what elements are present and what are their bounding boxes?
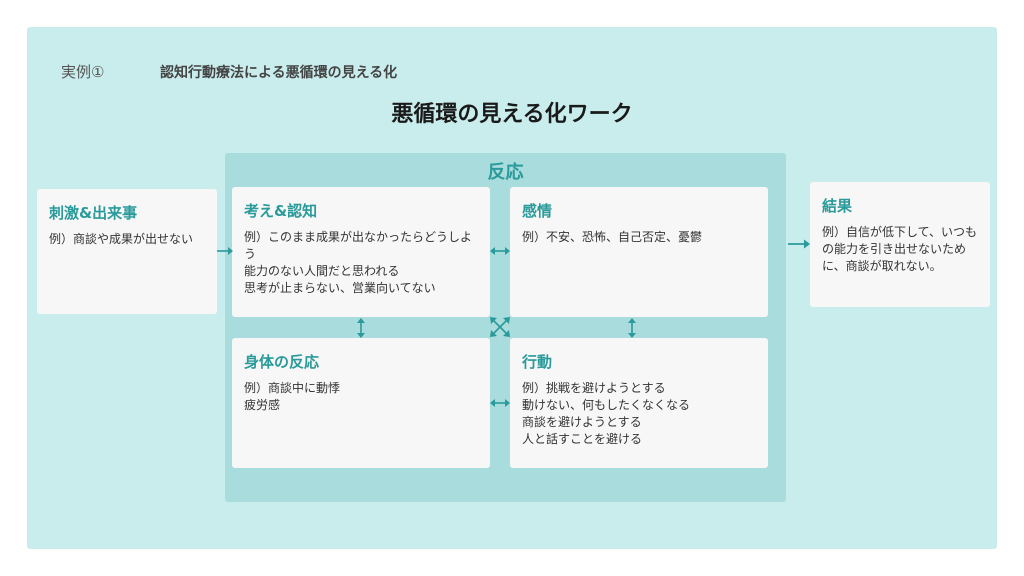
- cross-arrows-icon: [490, 317, 510, 337]
- result-title: 結果: [822, 197, 853, 215]
- arrow-stimulus-to-thought-icon: [217, 247, 233, 255]
- behavior-line: 例）挑戦を避けようとする: [522, 381, 666, 395]
- stimulus-card: 刺激&出来事 例）商談や成果が出せない: [37, 189, 217, 314]
- behavior-card: 行動 例）挑戦を避けようとする 動けない、何もしたくなくなる 商談を避けようとす…: [510, 338, 768, 468]
- stimulus-title: 刺激&出来事: [49, 204, 138, 222]
- stimulus-line: 例）商談や成果が出せない: [49, 232, 194, 246]
- emotion-title: 感情: [522, 202, 553, 220]
- behavior-line: 動けない、何もしたくなくなる: [522, 398, 691, 412]
- thought-line: 思考が止まらない、営業向いてない: [244, 281, 436, 295]
- thought-title: 考え&認知: [244, 202, 318, 220]
- body-reaction-line: 疲労感: [244, 398, 281, 412]
- example-tag: 実例①: [61, 63, 105, 81]
- result-line: 例）自信が低下して、いつもの能力を引き出せないために、商談が取れない。: [822, 225, 978, 273]
- body-reaction-title: 身体の反応: [244, 353, 320, 371]
- behavior-line: 商談を避けようとする: [522, 415, 642, 429]
- reaction-label: 反応: [487, 162, 524, 183]
- behavior-line: 人と話すことを避ける: [522, 432, 643, 446]
- behavior-title: 行動: [522, 353, 553, 371]
- thought-line: 能力のない人間だと思われる: [244, 264, 400, 278]
- double-arrow-vertical-icon: [357, 318, 365, 338]
- subtitle: 認知行動療法による悪循環の見える化: [160, 65, 398, 81]
- body-reaction-line: 例）商談中に動悸: [244, 381, 341, 395]
- thought-line: 例）このまま成果が出なかったらどうしよう: [244, 230, 473, 261]
- page-title: 悪循環の見える化ワーク: [391, 102, 633, 127]
- double-arrow-horizontal-icon: [490, 247, 510, 255]
- thought-card: 考え&認知 例）このまま成果が出なかったらどうしよう 能力のない人間だと思われる…: [232, 187, 490, 317]
- emotion-line: 例）不安、恐怖、自己否定、憂鬱: [522, 230, 703, 244]
- result-card: 結果 例）自信が低下して、いつもの能力を引き出せないために、商談が取れない。: [810, 182, 990, 307]
- double-arrow-vertical-icon: [628, 318, 636, 338]
- arrow-to-result-icon: [788, 239, 810, 249]
- emotion-card: 感情 例）不安、恐怖、自己否定、憂鬱: [510, 187, 768, 317]
- body-reaction-card: 身体の反応 例）商談中に動悸 疲労感: [232, 338, 490, 468]
- double-arrow-horizontal-icon: [490, 399, 510, 407]
